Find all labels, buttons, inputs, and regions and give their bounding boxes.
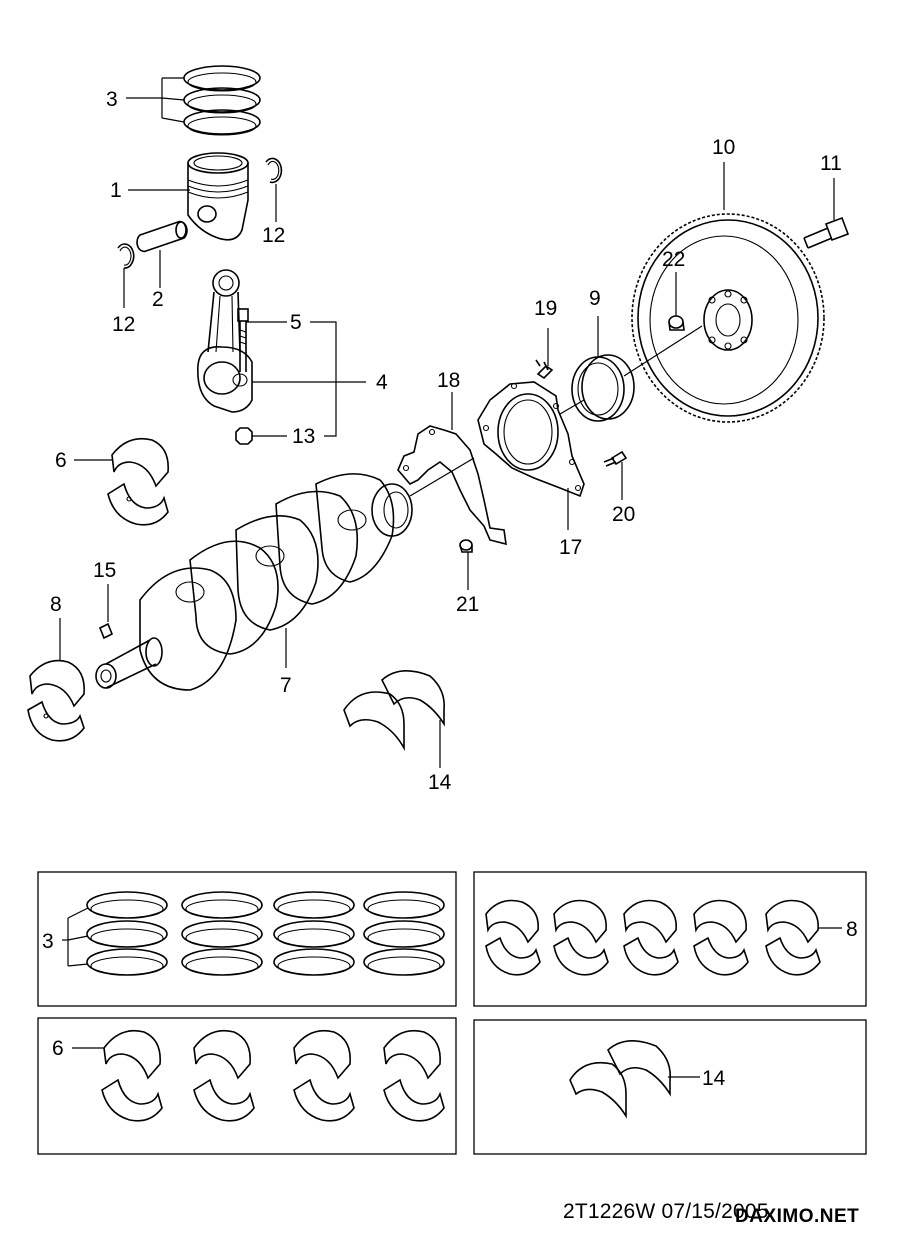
snap-ring-right-drawing [265, 157, 283, 184]
crankshaft-drawing [95, 473, 413, 691]
label-6-top: 6 [55, 449, 67, 472]
watermark-logo: DAXIMO.NET [735, 1206, 860, 1227]
kit-box-conrod-bearings [37, 1017, 457, 1155]
kit-main-bearing-sets [485, 899, 821, 976]
rod-nut-drawing [235, 427, 253, 445]
label-1: 1 [110, 179, 122, 202]
oil-seal-drawing [571, 354, 635, 422]
label-8-kit: 8 [846, 918, 858, 941]
leader-3-kit [62, 907, 89, 967]
kit-box-thrust-washers [473, 1019, 867, 1155]
label-11: 11 [820, 152, 842, 175]
gasket-drawing [397, 425, 507, 546]
label-18: 18 [437, 369, 460, 392]
label-10: 10 [712, 136, 735, 159]
label-13: 13 [292, 425, 315, 448]
rod-bolt-drawing [237, 308, 249, 372]
kit-box-main-bearings [473, 871, 867, 1007]
label-14-top: 14 [428, 771, 452, 794]
kit-conrod-bearing-sets [101, 1029, 445, 1122]
piston-rings-drawing [183, 65, 261, 136]
flywheel-drawing [631, 213, 825, 423]
label-19: 19 [534, 297, 557, 320]
label-21: 21 [456, 593, 479, 616]
label-2: 2 [152, 288, 164, 311]
label-5: 5 [290, 311, 302, 334]
label-15: 15 [93, 559, 116, 582]
main-bearing-pair-drawing [27, 659, 85, 742]
conrod-bearing-pair-drawing [107, 437, 169, 526]
woodruff-key-drawing [98, 622, 114, 640]
label-7: 7 [280, 674, 292, 697]
label-9: 9 [589, 287, 601, 310]
flywheel-bolt-drawing [803, 216, 850, 249]
label-12-right: 12 [262, 224, 285, 247]
kit-piston-rings-sets [86, 891, 445, 976]
leader-3-top [126, 77, 185, 123]
label-12-left: 12 [112, 313, 135, 336]
kit-box-piston-rings [37, 871, 457, 1007]
label-4: 4 [376, 371, 388, 394]
piston-drawing [187, 152, 249, 241]
label-17: 17 [559, 536, 582, 559]
label-22: 22 [662, 248, 685, 271]
seal-retainer-drawing [477, 381, 585, 498]
bolt-19-drawing [535, 359, 554, 380]
label-8-top: 8 [50, 593, 62, 616]
kit-thrust-washer-set [569, 1040, 672, 1119]
piston-pin-drawing [136, 220, 188, 253]
label-14-kit: 14 [702, 1067, 726, 1090]
dowel-21-drawing [459, 539, 473, 553]
label-20: 20 [612, 503, 635, 526]
drawing-code: 2T1226W 07/15/2005 [563, 1200, 769, 1223]
label-3-top: 3 [106, 88, 118, 111]
label-6-kit: 6 [52, 1037, 64, 1060]
label-3-kit: 3 [42, 930, 54, 953]
bolt-20-drawing [603, 450, 628, 467]
connecting-rod-drawing [197, 269, 253, 413]
thrust-washer-pair-drawing [343, 670, 446, 752]
flywheel-pin-drawing [668, 315, 685, 331]
snap-ring-left-drawing [117, 243, 135, 269]
